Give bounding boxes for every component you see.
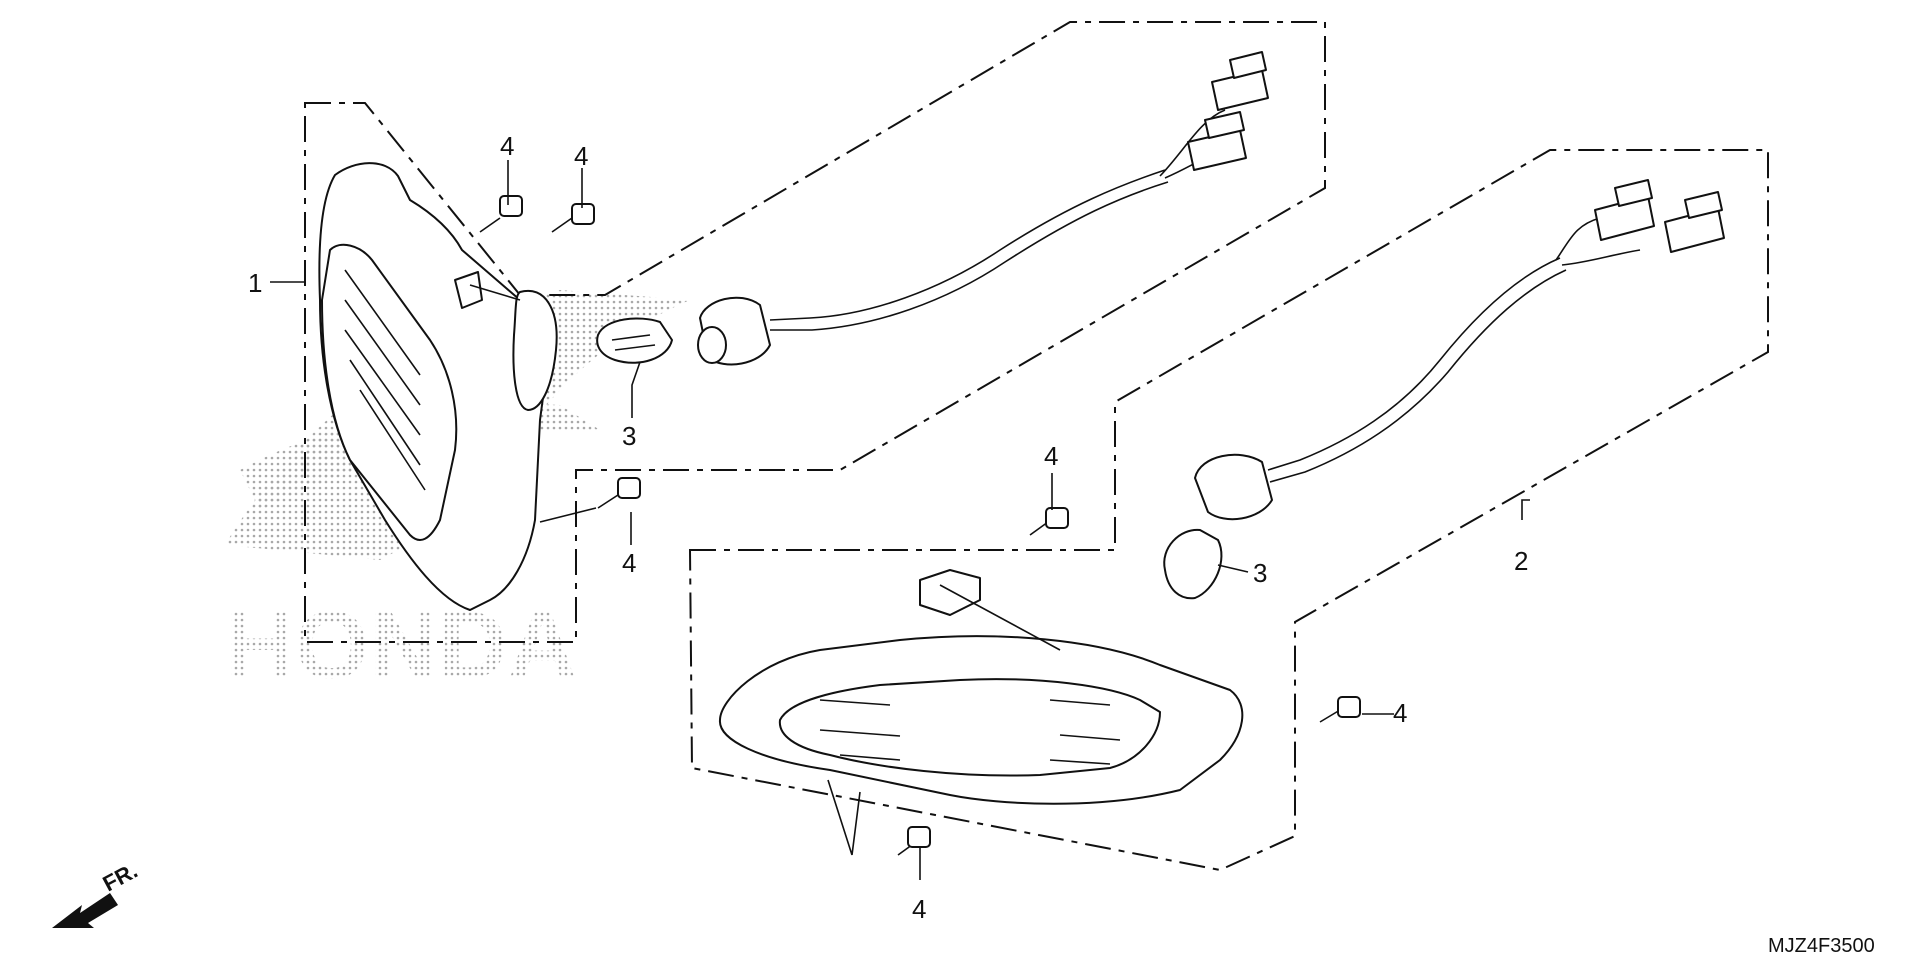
callout-bolt-4-e: 4	[1393, 698, 1407, 728]
assembly-outline-left	[304, 21, 1326, 643]
callout-part-1: 1	[248, 268, 262, 298]
assembly-outline-right	[688, 149, 1769, 872]
bolt-4a	[479, 195, 523, 233]
bolt-4d	[1029, 507, 1069, 536]
front-direction-label: FR.	[99, 858, 142, 897]
callout-bolt-4-d: 4	[1044, 441, 1058, 471]
left-socket-harness	[697, 51, 1269, 366]
bolt-4f	[897, 826, 931, 856]
right-lamp-unit	[718, 569, 1244, 805]
bolt-4b	[551, 203, 595, 233]
callout-bolt-4-b: 4	[574, 141, 588, 171]
callout-part-2: 2	[1514, 546, 1528, 576]
diagram-code: MJZ4F3500	[1768, 935, 1875, 957]
callout-bolt-4-c: 4	[622, 548, 636, 578]
right-bulb	[1163, 528, 1223, 600]
bolt-4c	[597, 477, 641, 509]
bolt-4e	[1319, 696, 1361, 723]
callout-bolt-4-f: 4	[912, 894, 926, 924]
callout-part-3-right: 3	[1253, 558, 1267, 588]
callout-part-3-left: 3	[622, 421, 636, 451]
left-lamp-unit	[318, 162, 558, 611]
right-socket-harness	[1194, 179, 1725, 521]
watermark-wordmark: HONDA	[225, 592, 577, 699]
callout-bolt-4-a: 4	[500, 131, 514, 161]
left-bulb	[596, 317, 673, 364]
front-direction-arrow-icon	[52, 893, 118, 928]
front-direction-marker: FR.	[52, 858, 142, 928]
leader-lines	[270, 160, 1530, 880]
